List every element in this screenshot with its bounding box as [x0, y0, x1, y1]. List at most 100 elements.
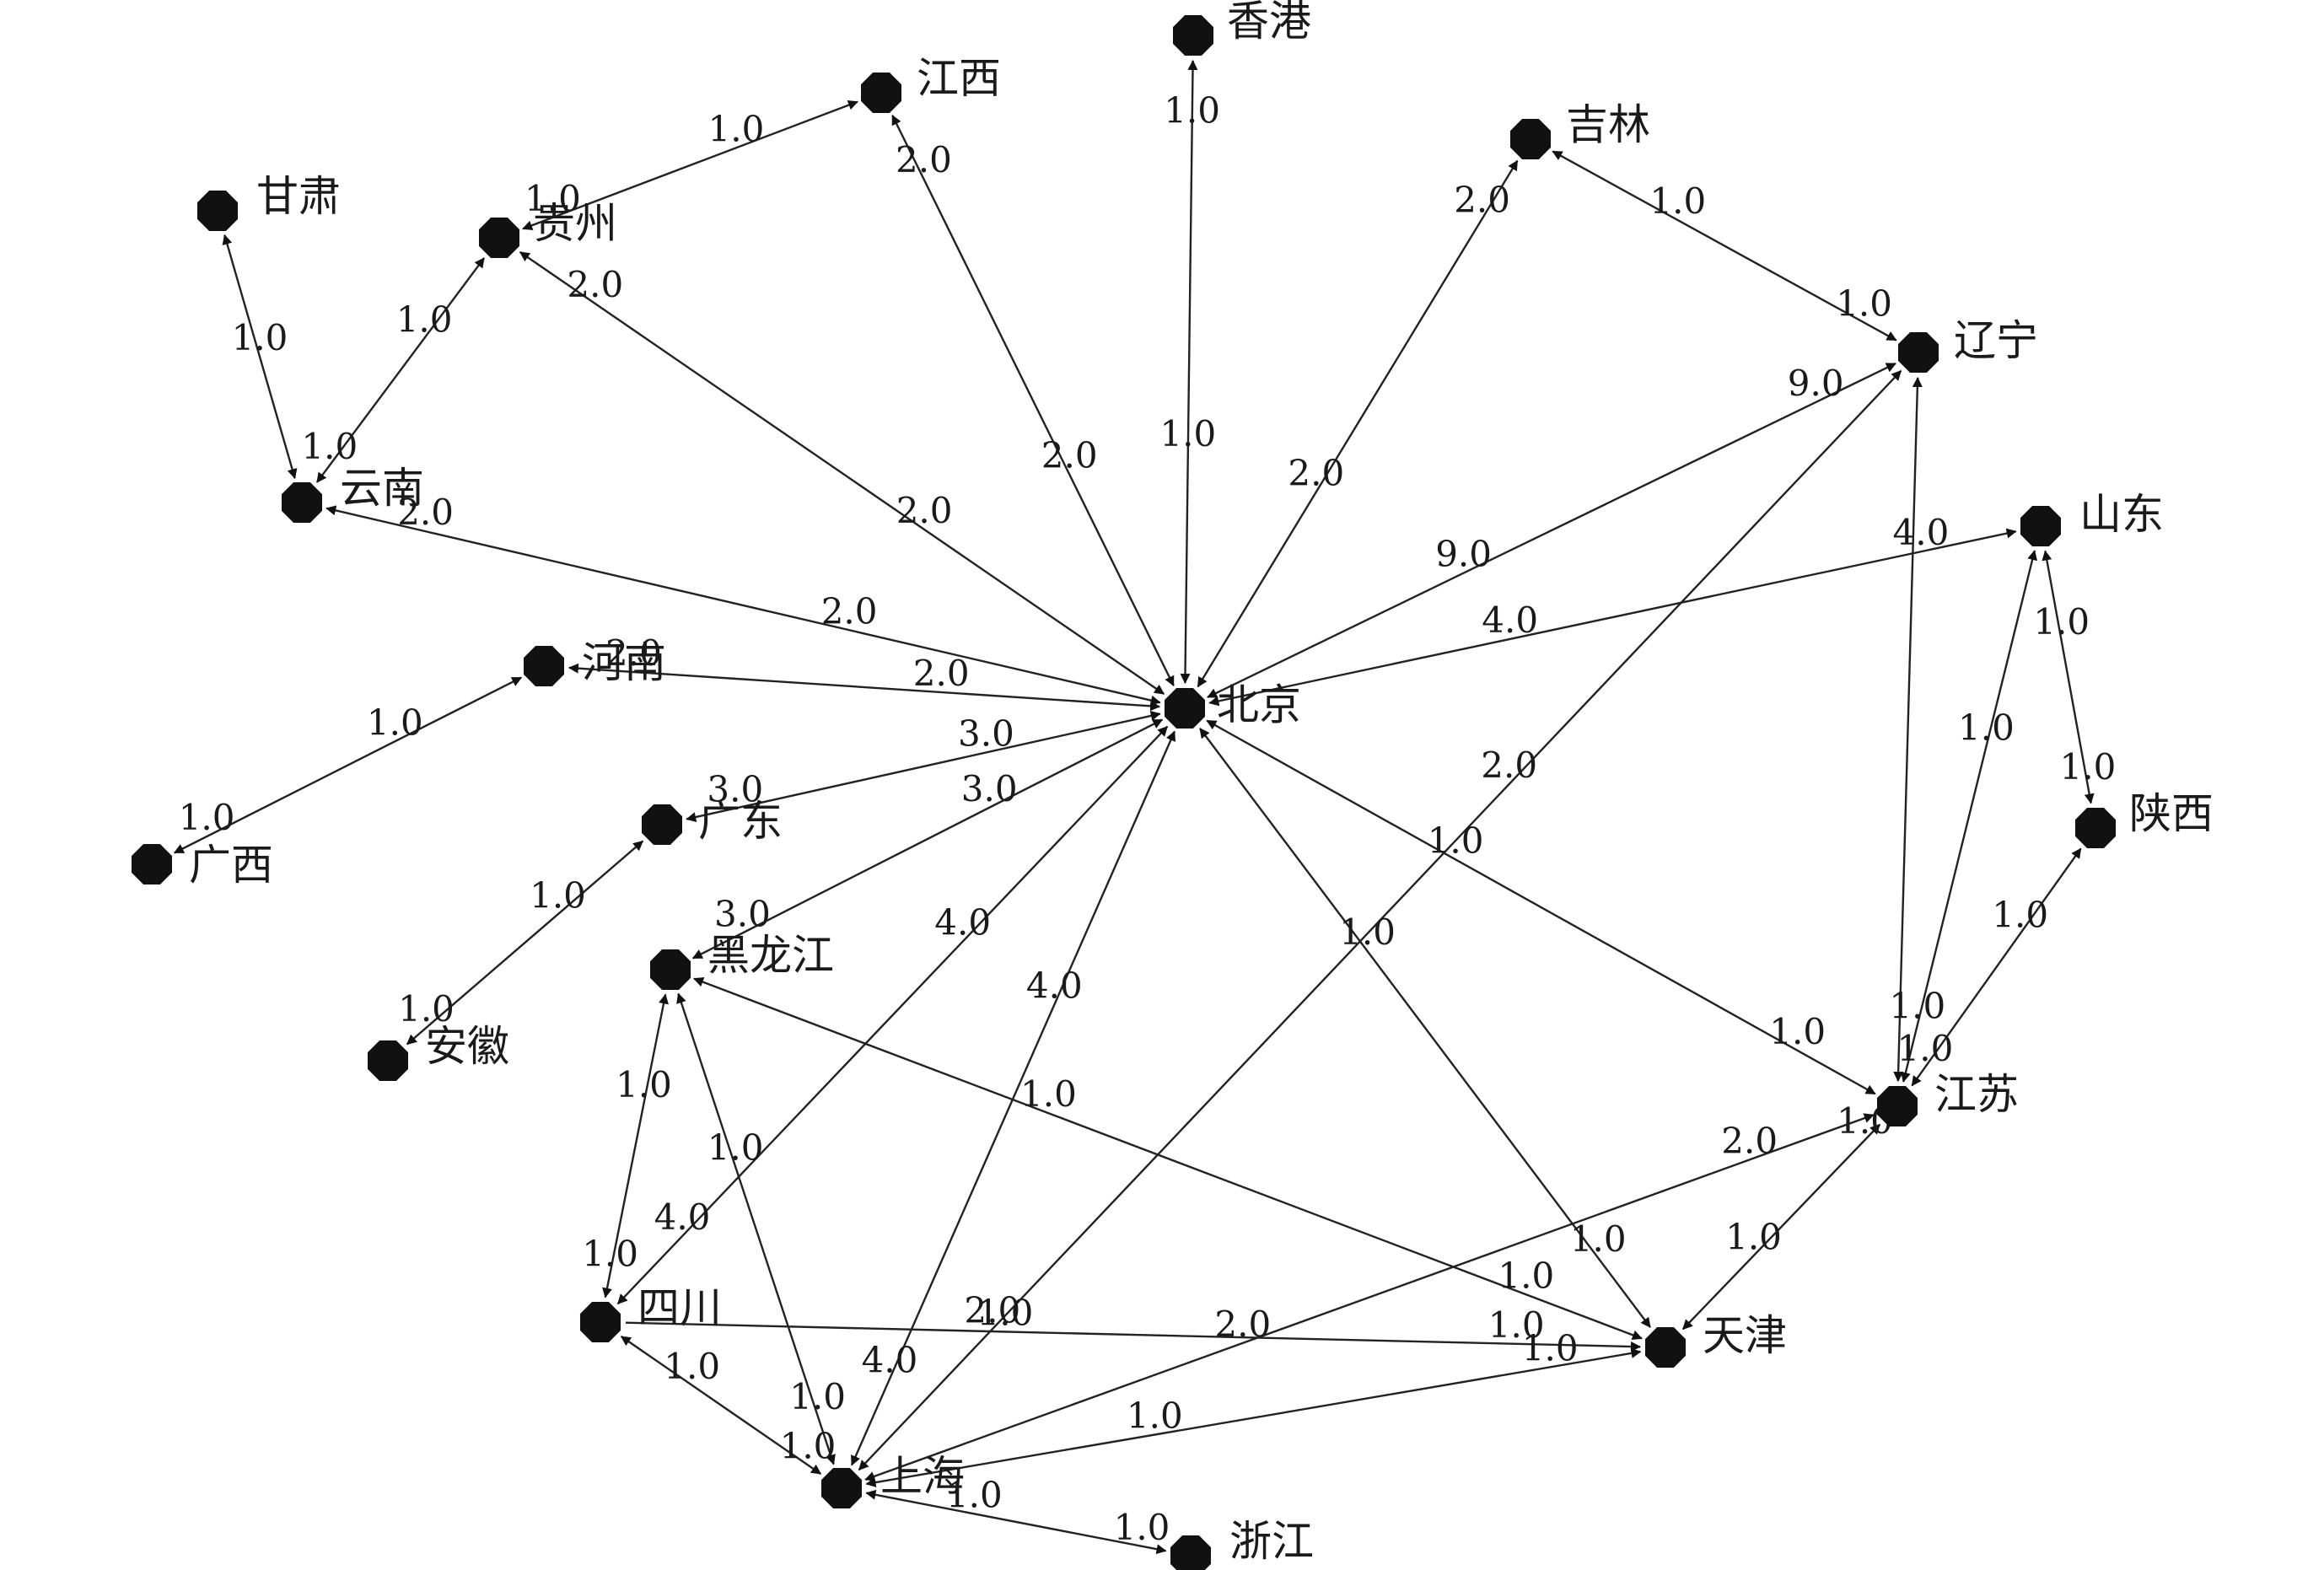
edge-henan-guangxi — [173, 676, 523, 854]
edge-weight-label: 1.0 — [582, 1234, 638, 1275]
node-marker — [1877, 1086, 1918, 1126]
node-label: 辽宁 — [1954, 316, 2038, 365]
edge-beijing-xianggang — [1180, 59, 1198, 685]
edge-jiangxi-guizhou — [522, 99, 858, 231]
node-label: 陕西 — [2129, 789, 2214, 838]
edge-weight-label: 1.0 — [367, 702, 423, 743]
edge-weight-label: 2.0 — [913, 653, 970, 694]
edge-weight-label: 1.0 — [780, 1425, 837, 1466]
edge-shanghai-zhejiang — [865, 1489, 1167, 1555]
edge-weight-label: 1.0 — [946, 1474, 1003, 1515]
node-label: 贵州 — [533, 199, 617, 248]
edge-weight-label: 2.0 — [1481, 745, 1537, 786]
edge-weight-label: 2.0 — [605, 632, 662, 674]
node-marker — [650, 949, 691, 990]
edge-weight-label: 3.0 — [958, 712, 1014, 754]
node-shandong: 山东 — [2020, 490, 2164, 546]
node-yunnan: 云南 — [282, 464, 424, 523]
edge-weight-label: 1.0 — [530, 874, 586, 916]
node-beijing: 北京 — [1165, 680, 1301, 729]
edge-tianjin-jiangsu — [1681, 1123, 1881, 1331]
node-xianggang: 香港 — [1173, 0, 1311, 56]
edge-labels-layer: 1.01.02.02.02.02.02.02.09.09.02.02.04.04… — [179, 90, 2117, 1548]
edge-weight-label: 1.0 — [616, 1064, 672, 1105]
node-label: 江苏 — [1934, 1070, 2019, 1119]
edge-weight-label: 1.0 — [1889, 986, 1945, 1027]
node-marker — [580, 1302, 621, 1342]
node-heilongjiang: 黑龙江 — [650, 931, 834, 990]
node-marker — [1173, 15, 1213, 56]
edges-layer — [173, 59, 2095, 1555]
edge-weight-label: 1.0 — [1897, 1028, 1954, 1069]
node-marker — [132, 844, 172, 884]
node-marker — [861, 73, 901, 113]
edge-weight-label: 1.0 — [1127, 1395, 1183, 1437]
node-label: 云南 — [340, 464, 424, 513]
node-marker — [368, 1040, 408, 1081]
edge-beijing-jilin — [1197, 159, 1519, 688]
edge-weight-label: 1.0 — [301, 426, 358, 467]
edge-shaanxi-jiangsu — [1911, 847, 2082, 1087]
node-marker — [524, 646, 564, 686]
edge-weight-label: 3.0 — [961, 768, 1018, 809]
edge-shanghai-tianjin — [865, 1347, 1642, 1488]
edge-gansu-yunnan — [222, 234, 298, 480]
edge-weight-label: 4.0 — [934, 902, 991, 944]
node-label: 天津 — [1703, 1311, 1787, 1360]
node-marker — [1165, 688, 1205, 729]
node-guangdong: 广东 — [642, 797, 783, 846]
edge-weight-label: 1.0 — [525, 178, 581, 219]
edge-beijing-liaoning — [1207, 363, 1896, 698]
edge-weight-label: 2.0 — [821, 590, 878, 632]
edge-weight-label: 2.0 — [896, 490, 953, 531]
node-marker — [1510, 119, 1551, 159]
edge-weight-label: 1.0 — [664, 1346, 720, 1387]
node-label: 河南 — [582, 638, 666, 687]
node-label: 黑龙江 — [707, 931, 834, 980]
edge-liaoning-jiangsu — [1893, 376, 1923, 1083]
edge-guangdong-anhui — [406, 840, 644, 1046]
edge-weight-label: 9.0 — [1788, 363, 1844, 404]
node-marker — [1898, 332, 1939, 373]
edge-beijing-jiangxi — [891, 115, 1175, 686]
edge-weight-label: 1.0 — [1488, 1304, 1545, 1346]
edge-weight-label: 1.0 — [789, 1376, 846, 1417]
edge-heilongjiang-sichuan — [602, 993, 669, 1298]
node-marker — [197, 191, 238, 231]
node-tianjin: 天津 — [1645, 1311, 1787, 1368]
edge-weight-label: 1.0 — [1725, 1216, 1782, 1257]
edge-weight-label: 1.0 — [1020, 1073, 1077, 1115]
edge-weight-label: 2.0 — [896, 139, 952, 180]
node-label: 安徽 — [425, 1022, 509, 1071]
edge-guizhou-yunnan — [315, 257, 486, 483]
node-marker — [2020, 506, 2061, 546]
edge-weight-label: 1.0 — [2033, 601, 2090, 643]
edge-beijing-shandong — [1208, 528, 2017, 707]
edge-weight-label: 1.0 — [1958, 707, 2015, 748]
edge-weight-label: 2.0 — [1214, 1304, 1271, 1345]
node-label: 四川 — [637, 1283, 722, 1332]
edge-weight-label: 1.0 — [1159, 413, 1216, 454]
node-shanghai: 上海 — [821, 1452, 965, 1508]
node-label: 香港 — [1227, 0, 1311, 46]
edge-weight-label: 4.0 — [1482, 600, 1538, 641]
node-label: 广东 — [698, 797, 783, 846]
edge-weight-label: 1.0 — [707, 1127, 764, 1169]
edge-weight-label: 2.0 — [1721, 1120, 1778, 1161]
node-label: 广西 — [189, 841, 273, 890]
edge-weight-label: 4.0 — [1893, 512, 1950, 553]
edge-shandong-shaanxi — [2042, 550, 2095, 804]
node-liaoning: 辽宁 — [1898, 316, 2038, 373]
node-label: 吉林 — [1566, 100, 1650, 149]
node-gansu: 甘肃 — [197, 172, 341, 231]
edge-weight-label: 4.0 — [1026, 965, 1083, 1007]
edge-weight-label: 3.0 — [714, 894, 771, 935]
node-shaanxi: 陕西 — [2075, 789, 2214, 848]
edge-weight-label: 1.0 — [1649, 180, 1706, 222]
edge-weight-label: 9.0 — [1435, 534, 1492, 575]
node-guizhou: 贵州 — [479, 199, 617, 258]
edge-weight-label: 1.0 — [977, 1292, 1034, 1333]
edge-weight-label: 2.0 — [567, 264, 623, 305]
edge-weight-label: 1.0 — [179, 797, 235, 838]
edge-weight-label: 1.0 — [1164, 90, 1220, 132]
